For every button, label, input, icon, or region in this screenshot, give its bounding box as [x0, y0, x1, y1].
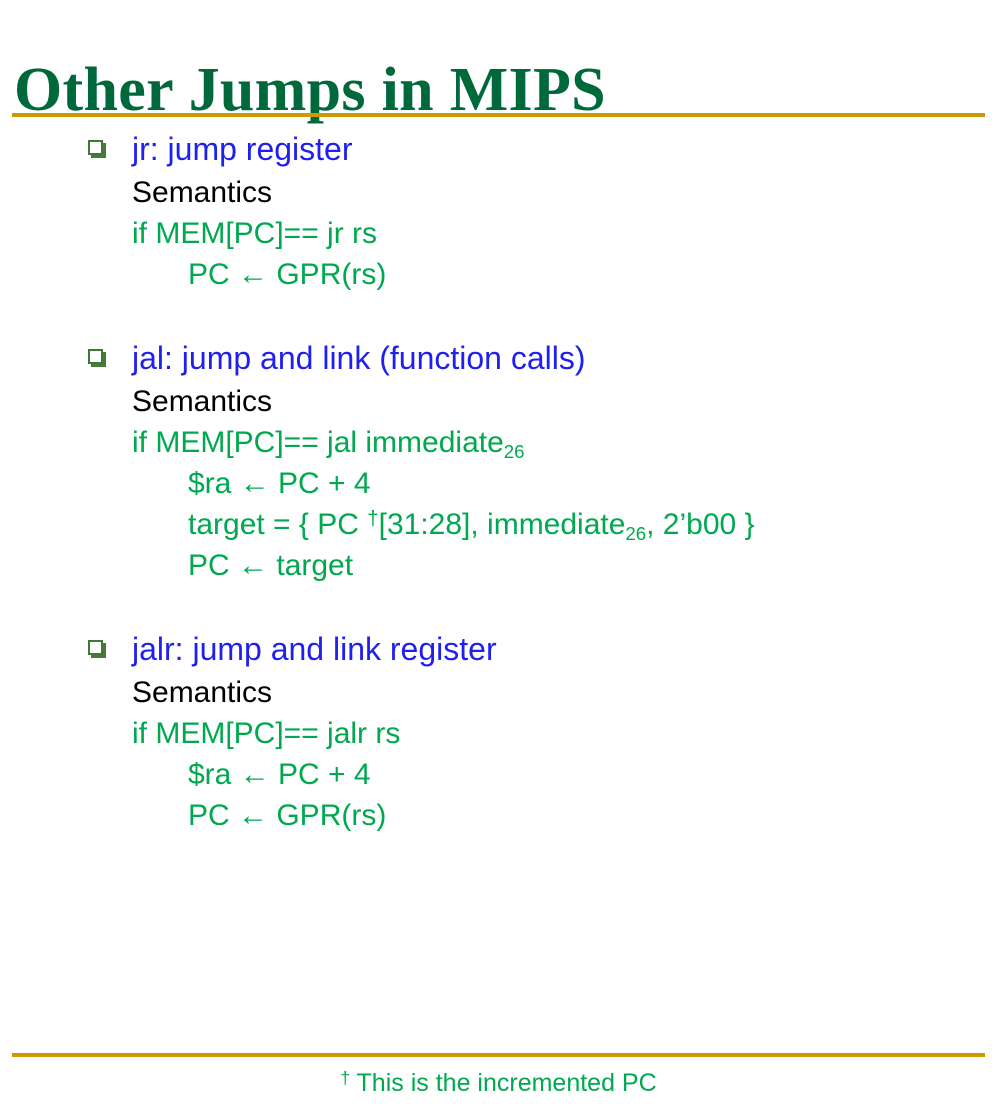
code-line-jal-if: if MEM[PC]== jal immediate26	[0, 422, 997, 463]
code-line-jal-target: target = { PC †[31:28], immediate26, 2’b…	[0, 504, 997, 545]
code-line-jr-if: if MEM[PC]== jr rs	[132, 217, 378, 250]
semantics-label-jr: Semantics	[132, 176, 273, 209]
bullet-label-jalr: jalr: jump and link register	[132, 631, 497, 667]
code-line-jal-ra-assign: $ra ← PC + 4	[188, 467, 371, 500]
semantics-label-jalr: Semantics	[132, 676, 273, 709]
footnote-text: This is the incremented PC	[350, 1069, 657, 1097]
code-text: [31:28], immediate	[378, 508, 626, 541]
page-title: Other Jumps in MIPS	[14, 55, 606, 124]
square-bullet-icon	[88, 349, 103, 364]
code-line-jalr-if: if MEM[PC]== jalr rs	[132, 717, 401, 750]
divider-bottom	[12, 1053, 985, 1057]
bullet-label-jal: jal: jump and link (function calls)	[132, 340, 586, 376]
bullet-item-jal: jal: jump and link (function calls)	[0, 337, 997, 381]
content-block-jr: jr: jump register Semantics if MEM[PC]==…	[0, 128, 997, 295]
subscript-26: 26	[625, 522, 647, 544]
code-text: if MEM[PC]== jal immediate	[132, 426, 504, 459]
subscript-26: 26	[503, 440, 525, 462]
code-line-jalr-ra-assign: $ra ← PC + 4	[188, 758, 371, 791]
code-line-jr-pc-assign: PC ← GPR(rs)	[188, 258, 387, 291]
dagger-marker: †	[367, 508, 379, 531]
slide-body: jr: jump register Semantics if MEM[PC]==…	[0, 128, 997, 836]
square-bullet-icon	[88, 140, 103, 155]
bullet-item-jr: jr: jump register	[0, 128, 997, 172]
semantics-label-jal: Semantics	[132, 385, 273, 418]
square-bullet-icon	[88, 640, 103, 655]
content-block-jalr: jalr: jump and link register Semantics i…	[0, 628, 997, 836]
bullet-label-jr: jr: jump register	[132, 131, 353, 167]
dagger-marker: †	[340, 1068, 351, 1088]
content-block-jal: jal: jump and link (function calls) Sema…	[0, 337, 997, 586]
code-text: , 2’b00 }	[646, 508, 755, 541]
divider-top	[12, 113, 985, 117]
code-line-jal-pc-target: PC ← target	[188, 549, 354, 582]
bullet-item-jalr: jalr: jump and link register	[0, 628, 997, 672]
code-text: target = { PC	[188, 508, 368, 541]
footnote: † This is the incremented PC	[0, 1066, 997, 1100]
code-line-jalr-pc-assign: PC ← GPR(rs)	[188, 799, 387, 832]
